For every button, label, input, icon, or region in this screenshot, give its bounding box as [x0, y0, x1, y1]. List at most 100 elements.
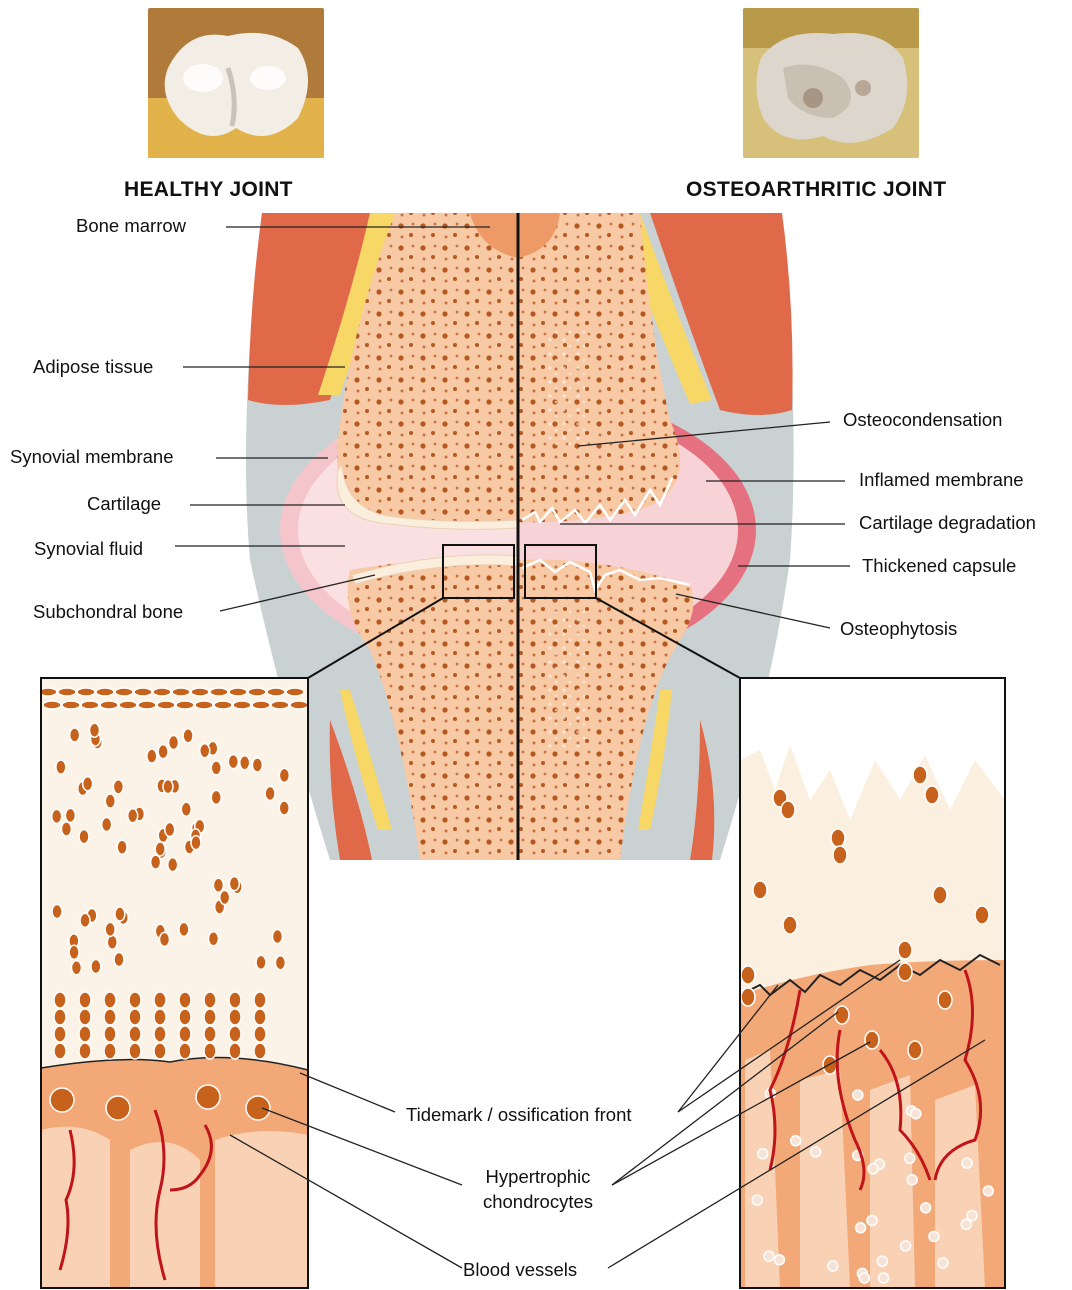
surface-cell: [172, 688, 190, 696]
oa-chondrocyte: [925, 786, 939, 804]
bone-cell: [907, 1175, 917, 1185]
surface-cell: [214, 701, 232, 709]
column-chondrocyte: [54, 1026, 66, 1042]
chondrocyte: [220, 890, 230, 904]
column-chondrocyte: [79, 1043, 91, 1059]
column-chondrocyte: [179, 1043, 191, 1059]
label-chondrocytes: chondrocytes: [471, 1191, 605, 1213]
surface-cell: [138, 701, 156, 709]
chondrocyte: [105, 922, 115, 936]
surface-cell: [58, 688, 76, 696]
chondrocyte: [91, 960, 101, 974]
surface-cell: [195, 701, 213, 709]
chondrocyte: [65, 808, 75, 822]
oa-chondrocyte: [823, 1056, 837, 1074]
surface-cell: [210, 688, 228, 696]
label-blood-vessels: Blood vessels: [463, 1259, 577, 1281]
bone-cell: [867, 1216, 877, 1226]
bone-cell: [905, 1153, 915, 1163]
chondrocyte: [179, 922, 189, 936]
bone-cell: [811, 1147, 821, 1157]
column-chondrocyte: [154, 1009, 166, 1025]
surface-cell: [290, 701, 308, 709]
oa-chondrocyte: [831, 829, 845, 847]
chondrocyte: [275, 956, 285, 970]
column-chondrocyte: [129, 1009, 141, 1025]
chondrocyte: [213, 878, 223, 892]
label-cartilage-degradation: Cartilage degradation: [859, 512, 1036, 534]
column-chondrocyte: [204, 1026, 216, 1042]
healthy-zoom-panel: [39, 678, 308, 1288]
chondrocyte: [240, 756, 250, 770]
column-chondrocyte: [104, 992, 116, 1008]
chondrocyte: [155, 842, 165, 856]
column-chondrocyte: [179, 992, 191, 1008]
surface-cell: [286, 688, 304, 696]
surface-cell: [191, 688, 209, 696]
oa-chondrocyte: [898, 963, 912, 981]
surface-cell: [81, 701, 99, 709]
chondrocyte: [105, 794, 115, 808]
chondrocyte: [279, 768, 289, 782]
column-chondrocyte: [104, 1043, 116, 1059]
column-chondrocyte: [179, 1026, 191, 1042]
chondrocyte: [83, 777, 93, 791]
column-chondrocyte: [204, 992, 216, 1008]
column-chondrocyte: [79, 1009, 91, 1025]
column-chondrocyte: [129, 1043, 141, 1059]
chondrocyte: [61, 822, 71, 836]
label-hypertrophic: Hypertrophic: [471, 1166, 605, 1188]
oa-chondrocyte: [753, 881, 767, 899]
hypertrophic-chondrocyte: [196, 1085, 220, 1109]
bone-cell: [961, 1219, 971, 1229]
chondrocyte: [165, 823, 175, 837]
chondrocyte: [117, 840, 127, 854]
oa-chondrocyte: [741, 988, 755, 1006]
hypertrophic-chondrocyte: [246, 1096, 270, 1120]
label-inflamed-membrane: Inflamed membrane: [859, 469, 1024, 491]
column-chondrocyte: [129, 1026, 141, 1042]
oa-chondrocyte: [865, 1031, 879, 1049]
oa-chondrocyte: [938, 991, 952, 1009]
column-chondrocyte: [229, 992, 241, 1008]
bone-cell: [828, 1261, 838, 1271]
label-tidemark: Tidemark / ossification front: [406, 1104, 632, 1126]
bone-cell: [962, 1158, 972, 1168]
chondrocyte: [160, 932, 170, 946]
surface-cell: [157, 701, 175, 709]
oa-chondrocyte: [783, 916, 797, 934]
oa-chondrocyte: [835, 1006, 849, 1024]
column-chondrocyte: [204, 1043, 216, 1059]
surface-cell: [153, 688, 171, 696]
label-osteophytosis: Osteophytosis: [840, 618, 957, 640]
chondrocyte: [228, 755, 238, 769]
hypertrophic-chondrocyte: [50, 1088, 74, 1112]
column-chondrocyte: [254, 1026, 266, 1042]
chondrocyte: [115, 907, 125, 921]
chondrocyte: [56, 760, 66, 774]
chondrocyte: [211, 761, 221, 775]
chondrocyte: [272, 929, 282, 943]
oa-chondrocyte: [741, 966, 755, 984]
column-chondrocyte: [79, 1026, 91, 1042]
column-chondrocyte: [254, 992, 266, 1008]
bone-cell: [929, 1231, 939, 1241]
bone-cell: [983, 1186, 993, 1196]
oa-chondrocyte: [908, 1041, 922, 1059]
chondrocyte: [147, 749, 157, 763]
chondrocyte: [163, 780, 173, 794]
bone-cell: [758, 1149, 768, 1159]
surface-cell: [77, 688, 95, 696]
surface-cell: [267, 688, 285, 696]
label-subchondral-bone: Subchondral bone: [33, 601, 183, 623]
column-chondrocyte: [229, 1043, 241, 1059]
bone-cell: [764, 1251, 774, 1261]
surface-cell: [134, 688, 152, 696]
column-chondrocyte: [129, 992, 141, 1008]
surface-cell: [43, 701, 61, 709]
label-synovial-fluid: Synovial fluid: [34, 538, 143, 560]
chondrocyte: [90, 723, 100, 737]
hypertrophic-chondrocyte: [106, 1096, 130, 1120]
column-chondrocyte: [54, 1043, 66, 1059]
surface-cell: [119, 701, 137, 709]
